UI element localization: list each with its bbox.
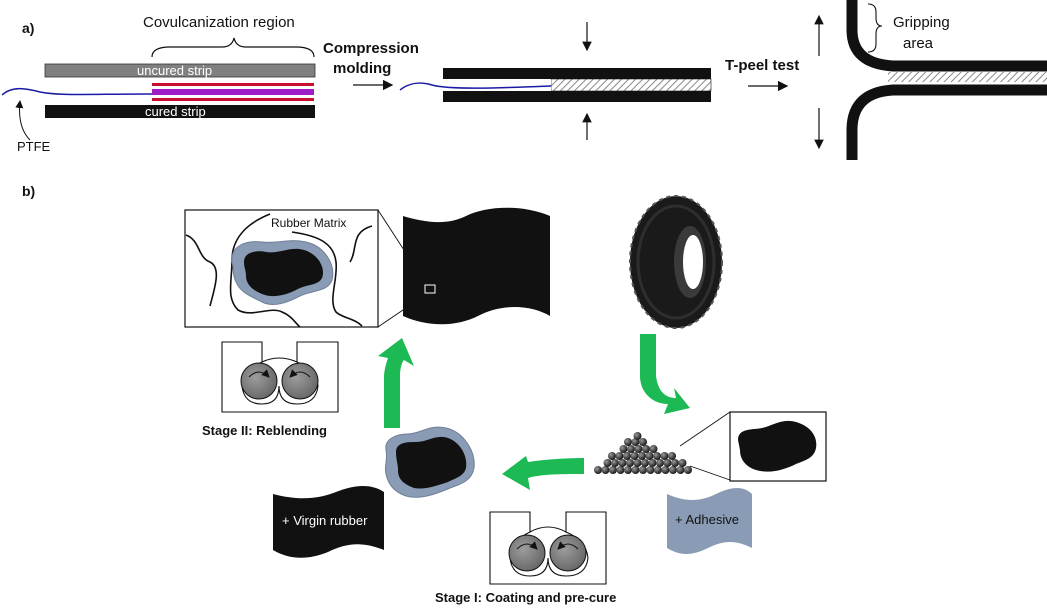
crumb-granule xyxy=(619,445,628,453)
red-layer-top xyxy=(152,83,314,86)
crumb-granule xyxy=(623,452,631,460)
crumb-granule xyxy=(668,452,676,460)
gripping-brace xyxy=(867,3,883,53)
coated-particle-core xyxy=(244,248,324,297)
crumb-particle xyxy=(738,420,817,472)
crumb-granule xyxy=(639,466,647,474)
crumb-granule xyxy=(661,466,670,474)
stage-ii-roll-right xyxy=(281,362,319,400)
stage-ii-roll-left xyxy=(240,362,278,400)
peel-arm-bottom xyxy=(846,84,1047,160)
compression-molding-line2: molding xyxy=(333,60,392,77)
red-layer-bottom xyxy=(152,98,314,101)
adhesive-sheet xyxy=(667,488,752,554)
virgin-rubber-sheet xyxy=(273,486,384,558)
covulcanization-brace xyxy=(151,37,315,58)
crumb-granule xyxy=(611,459,619,467)
adhesive-label: + Adhesive xyxy=(675,512,739,527)
crumb-granule xyxy=(660,452,669,460)
matrix-crack-2 xyxy=(229,213,301,328)
stage-ii-mixer xyxy=(221,341,339,413)
covulcanization-region-label: Covulcanization region xyxy=(143,14,295,31)
crumb-granule xyxy=(633,432,642,440)
gripping-area-line2: area xyxy=(903,35,934,52)
crumb-granule xyxy=(609,466,617,474)
sheet-zoom-marker xyxy=(424,284,436,294)
gripping-area-line1: Gripping xyxy=(893,14,950,31)
crumb-granule xyxy=(634,445,643,453)
uncured-strip-label: uncured strip xyxy=(137,63,213,78)
molded-strip-top xyxy=(443,68,711,79)
crumb-granule xyxy=(638,452,646,460)
crumb-granule xyxy=(626,459,634,467)
crumb-granule xyxy=(639,438,647,446)
molded-ptfe-film xyxy=(399,82,552,91)
stage-i-roll-left xyxy=(508,534,546,572)
stage-ii-label: Stage II: Reblending xyxy=(202,423,327,438)
molded-ptfe-gap xyxy=(443,79,551,91)
crumb-granule xyxy=(656,459,664,467)
crumb-granule xyxy=(641,459,649,467)
ptfe-pointer-arrow xyxy=(15,100,31,141)
crumb-granule xyxy=(645,452,654,460)
stage-i-label: Stage I: Coating and pre-cure xyxy=(435,590,617,605)
crumb-granule xyxy=(654,466,662,474)
crumb-granule xyxy=(615,452,624,460)
matrix-crack-1 xyxy=(185,234,218,307)
matrix-crack-4 xyxy=(349,225,373,263)
crumb-granule xyxy=(684,466,692,474)
crumb-granule xyxy=(648,459,657,467)
matrix-crack-3 xyxy=(291,231,363,327)
t-peel-test-label: T-peel test xyxy=(725,57,800,74)
virgin-rubber-label: + Virgin rubber xyxy=(282,513,368,528)
crumb-granule xyxy=(663,459,672,467)
panel-a-label: a) xyxy=(22,20,35,36)
molded-covulcanized-zone xyxy=(550,78,712,92)
process-arrow-coated-to-sheet xyxy=(378,338,414,428)
panel-b-label: b) xyxy=(22,183,36,199)
crumb-granule xyxy=(631,466,640,474)
rubber-sheet xyxy=(403,207,550,325)
particle-zoom-line-bottom xyxy=(689,465,731,481)
crumb-granule xyxy=(676,466,685,474)
process-arrow-tire-to-crumb xyxy=(640,334,690,414)
stage-i-mixer xyxy=(489,511,607,585)
peel-covulcanized-zone xyxy=(888,72,1047,82)
coated-particle-large-core xyxy=(396,436,467,489)
purple-layer xyxy=(152,89,314,95)
process-arrow-crumb-to-coated xyxy=(502,456,584,490)
cured-strip xyxy=(45,105,315,118)
crumb-granule xyxy=(616,466,625,474)
tire-icon xyxy=(629,195,723,329)
crumb-granule xyxy=(603,459,612,467)
crumb-granule xyxy=(678,459,687,467)
ptfe-film xyxy=(1,87,153,96)
crumb-granule xyxy=(624,438,632,446)
cured-strip-label: cured strip xyxy=(145,104,206,119)
rubber-matrix-label: Rubber Matrix xyxy=(271,216,347,230)
crumb-granule xyxy=(624,466,632,474)
compression-molding-line1: Compression xyxy=(323,40,419,57)
stage-i-roll-right xyxy=(549,534,587,572)
crumb-granule xyxy=(633,459,642,467)
peel-arm-top xyxy=(846,0,1047,72)
crumb-granule xyxy=(653,452,661,460)
crumb-granule xyxy=(601,466,610,474)
uncured-strip xyxy=(44,63,316,78)
crumb-granule xyxy=(630,452,639,460)
crumb-granule xyxy=(671,459,679,467)
crumb-granule xyxy=(646,466,655,474)
crumb-granule xyxy=(669,466,677,474)
crumb-granule xyxy=(649,445,658,453)
molded-strip-bottom xyxy=(443,91,711,102)
crumb-granule xyxy=(608,452,616,460)
crumb-granule xyxy=(642,445,650,453)
particle-zoom-line-top xyxy=(679,411,731,447)
crumb-granule xyxy=(594,466,602,474)
ptfe-label: PTFE xyxy=(17,139,51,154)
crumb-granule xyxy=(618,459,627,467)
crumb-rubber-pile xyxy=(594,432,692,474)
crumb-granule xyxy=(627,445,635,453)
